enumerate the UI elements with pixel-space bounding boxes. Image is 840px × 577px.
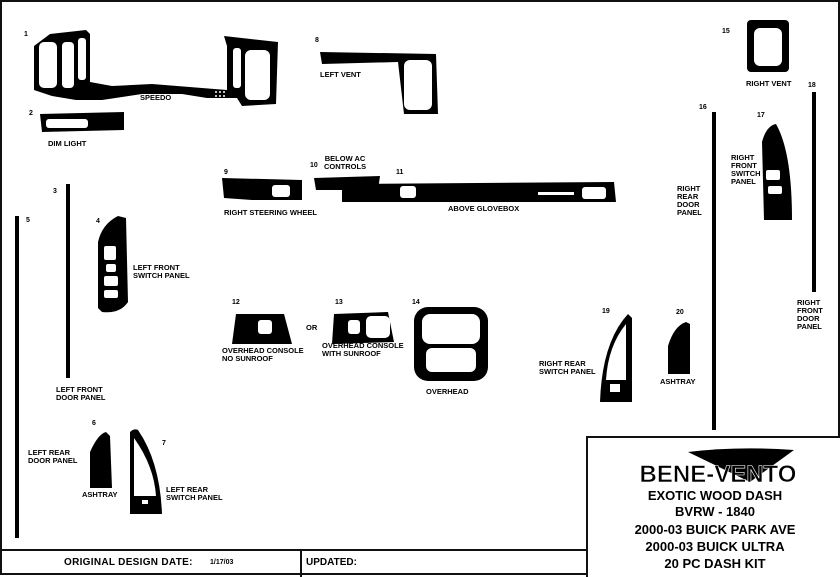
- design-date-value: 1/17/03: [210, 559, 234, 566]
- part-11-number: 11: [396, 169, 404, 176]
- part-17-label: RIGHT FRONT SWITCH PANEL: [731, 153, 761, 186]
- part-2-number: 2: [29, 110, 33, 117]
- title-line-3: 2000-03 BUICK PARK AVE: [634, 522, 796, 537]
- part-9-right-steering-wheel-shape: [222, 178, 302, 200]
- part-12-overhead-no-sunroof-shape: [232, 314, 292, 344]
- part-2-dim-light-shape: [40, 112, 124, 132]
- part-11-label: ABOVE GLOVEBOX: [448, 204, 520, 213]
- part-7-left-rear-switch-shape: [130, 429, 162, 514]
- part-15-number: 15: [722, 28, 730, 35]
- part-3-left-front-door-strip: [66, 184, 70, 378]
- part-20-ashtray-shape: [668, 322, 690, 374]
- part-8-number: 8: [315, 37, 319, 44]
- part-4-left-front-switch-shape: [98, 216, 128, 313]
- part-16-right-rear-door-strip: [712, 112, 716, 430]
- part-3-number: 3: [53, 188, 57, 195]
- part-4-label: LEFT FRONT SWITCH PANEL: [133, 263, 190, 280]
- or-label: OR: [306, 323, 318, 332]
- part-16-label: RIGHT REAR DOOR PANEL: [677, 184, 702, 217]
- part-9-number: 9: [224, 169, 228, 176]
- logo-text: BENE-VENTO: [640, 461, 797, 488]
- part-5-number: 5: [26, 217, 30, 224]
- title-line-5: 20 PC DASH KIT: [664, 556, 766, 571]
- part-16-number: 16: [699, 104, 707, 111]
- part-10-label: BELOW AC CONTROLS: [324, 154, 367, 171]
- part-17-right-front-switch-shape: [762, 124, 792, 220]
- part-15-right-vent-shape: [747, 20, 789, 72]
- part-5-strip: [15, 216, 19, 538]
- part-18-label: RIGHT FRONT DOOR PANEL: [797, 298, 823, 331]
- part-8-left-vent-shape: [320, 52, 438, 114]
- part-9-label: RIGHT STEERING WHEEL: [224, 208, 317, 217]
- part-19-label: RIGHT REAR SWITCH PANEL: [539, 359, 596, 376]
- part-15-label: RIGHT VENT: [746, 79, 792, 88]
- footer-bar: ORIGINAL DESIGN DATE: 1/17/03 UPDATED:: [2, 549, 586, 577]
- part-13-overhead-sunroof-shape: [332, 312, 394, 344]
- part-14-label: OVERHEAD: [426, 387, 469, 396]
- title-line-4: 2000-03 BUICK ULTRA: [645, 539, 785, 554]
- part-12-number: 12: [232, 299, 240, 306]
- part-17-number: 17: [757, 112, 765, 119]
- part-6-ashtray-shape: [90, 432, 112, 488]
- part-7-number: 7: [162, 440, 166, 447]
- design-date-label: ORIGINAL DESIGN DATE:: [64, 557, 193, 568]
- title-line-1: EXOTIC WOOD DASH: [647, 488, 783, 503]
- part-10-number: 10: [310, 162, 318, 169]
- part-20-label: ASHTRAY: [660, 377, 696, 386]
- part-6-ashtray-label: ASHTRAY: [82, 490, 118, 499]
- part-3-label: LEFT FRONT DOOR PANEL: [56, 385, 106, 402]
- part-1-label: SPEEDO: [140, 93, 172, 102]
- part-13-number: 13: [335, 299, 343, 306]
- part-2-label: DIM LIGHT: [48, 139, 87, 148]
- part-11-above-glovebox-shape: [342, 182, 616, 202]
- title-block: BENE-VENTO EXOTIC WOOD DASH BVRW - 1840 …: [586, 436, 840, 577]
- part-1-speedo-shape: [34, 30, 278, 106]
- part-12-label: OVERHEAD CONSOLE NO SUNROOF: [222, 346, 304, 363]
- part-13-label: OVERHEAD CONSOLE WITH SUNROOF: [322, 341, 404, 358]
- part-6-number: 6: [92, 420, 96, 427]
- part-18-right-front-door-strip: [812, 92, 816, 292]
- part-14-number: 14: [412, 299, 420, 306]
- footer-divider: [300, 551, 302, 577]
- part-6-label: LEFT REAR DOOR PANEL: [28, 448, 78, 465]
- part-1-number: 1: [24, 31, 28, 38]
- part-18-number: 18: [808, 82, 816, 89]
- updated-label: UPDATED:: [306, 557, 357, 568]
- title-line-2: BVRW - 1840: [675, 504, 755, 519]
- part-20-number: 20: [676, 309, 684, 316]
- part-4-number: 4: [96, 218, 100, 225]
- part-7-label: LEFT REAR SWITCH PANEL: [166, 485, 223, 502]
- part-19-right-rear-switch-shape: [600, 314, 632, 402]
- part-8-label: LEFT VENT: [320, 70, 361, 79]
- bene-vento-logo: BENE-VENTO: [639, 448, 797, 488]
- part-14-overhead-shape: [414, 307, 488, 381]
- part-19-number: 19: [602, 308, 610, 315]
